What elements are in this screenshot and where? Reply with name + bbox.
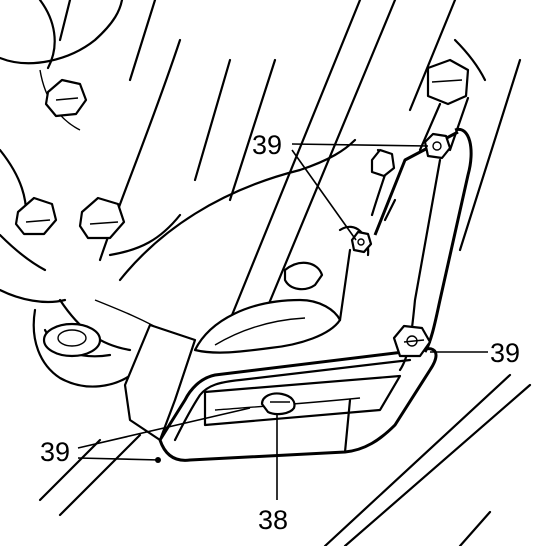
upper-fitting xyxy=(418,58,470,152)
callout-38-bottom: 38 xyxy=(258,505,288,535)
engine-bolt-left xyxy=(14,196,58,236)
drain-plug xyxy=(42,322,102,358)
engine-bolt-upper xyxy=(44,78,88,118)
crossmember xyxy=(158,347,438,462)
callout-39-lower-left: 39 xyxy=(40,437,70,467)
callout-39-right: 39 xyxy=(490,338,520,368)
leader-lines xyxy=(77,143,488,500)
bolt-38 xyxy=(260,392,296,416)
nut-39-middle xyxy=(350,230,373,254)
nut-39-right xyxy=(392,324,432,358)
callout-39-upper: 39 xyxy=(252,130,282,160)
nut-39-top xyxy=(423,132,452,160)
insulator-block xyxy=(123,323,197,442)
frame-rail xyxy=(38,0,532,546)
mount-cushion xyxy=(193,225,370,354)
engine-bolt-center xyxy=(78,196,126,240)
